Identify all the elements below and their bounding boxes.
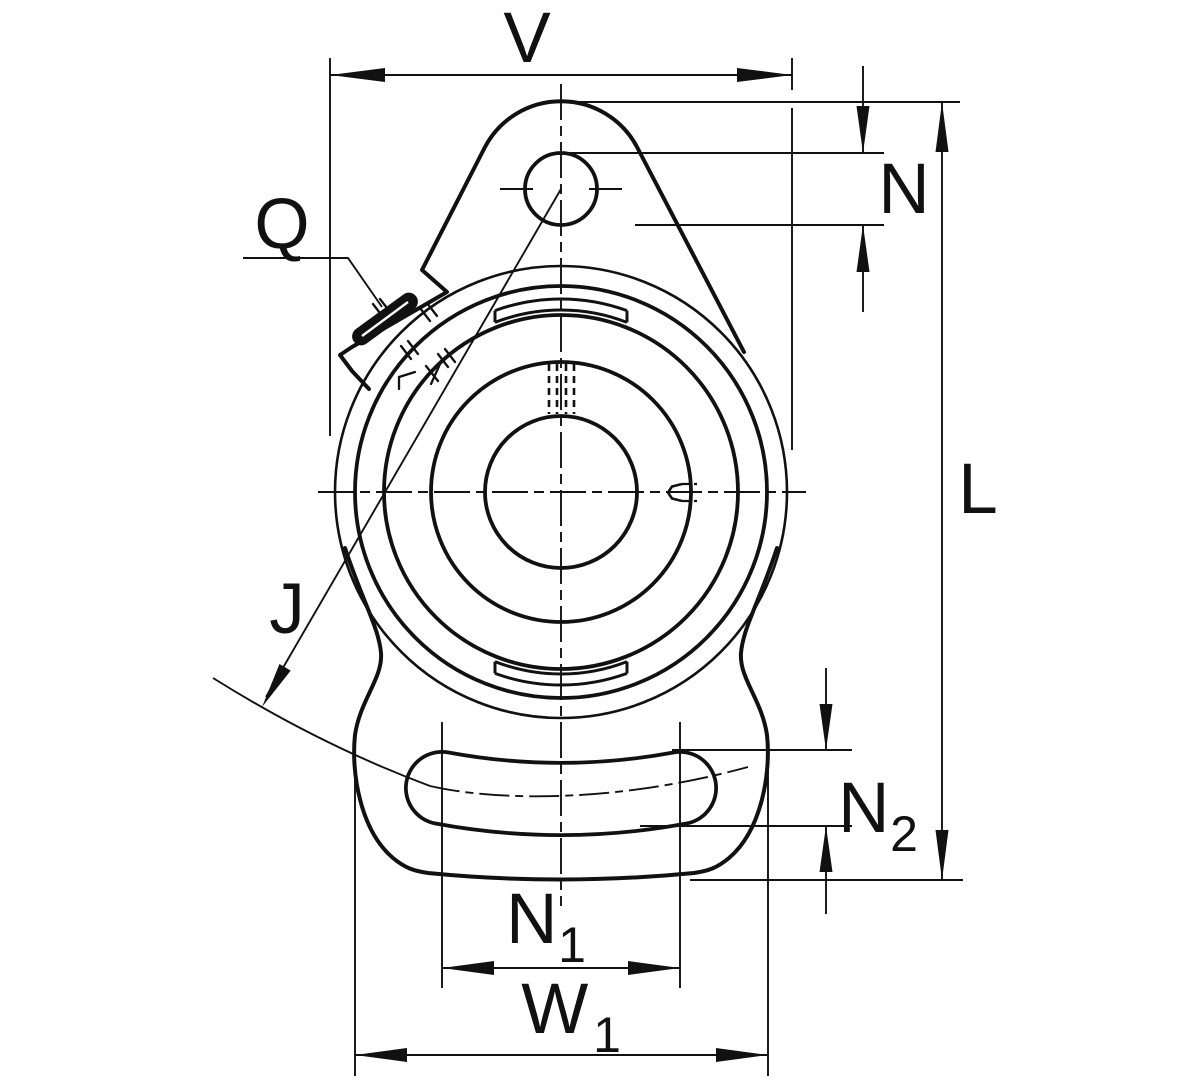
n-arrowhead-top-icon [856,106,870,153]
dimension-label-n: N [878,150,929,229]
set-screw-holes-hidden-lines [547,364,576,414]
grease-nipple-highlight [361,301,409,337]
j-arrowhead-icon [262,664,291,707]
n-arrowhead-bottom-icon [856,225,870,272]
dimension-label-j: J [269,570,305,649]
dimension-V [329,58,793,450]
dimension-J [262,188,562,707]
dimension-N2 [640,668,852,914]
l-arrowhead-top-icon [935,102,949,152]
dimension-label-w1: W 1 [521,970,621,1063]
dimension-label-n2: N 2 [838,769,918,862]
q-leader-line [243,257,383,308]
slot-centerline-arc [429,766,749,798]
n2-arrowhead-bottom-icon [819,826,833,872]
flange-plate-outline [338,99,746,391]
dimension-label-q: Q [254,185,309,264]
outer-ring-tab-top [493,297,629,324]
w1-arrowhead-left-icon [355,1048,407,1062]
dimension-N [563,66,960,312]
bolt-circle-arc [212,677,431,787]
dimension-W1 [354,746,769,1076]
flange-foot-outline [343,546,779,882]
dimension-label-n1: N 1 [506,880,586,973]
j-leader-line [265,188,562,698]
v-arrowhead-left-icon [330,68,385,82]
dimension-labels: V N Q J L N 1 W 1 N 2 [254,0,997,1063]
thread-texture-marks [371,297,457,391]
l-arrowhead-bottom-icon [935,830,949,880]
dimension-Q [243,257,383,308]
w1-arrowhead-right-icon [716,1048,768,1062]
n2-arrowhead-top-icon [819,704,833,750]
center-lines [212,84,806,906]
lube-hole-hidden-lines [682,482,697,503]
dimension-N1 [441,722,681,988]
n1-arrowhead-right-icon [628,961,680,975]
v-arrowhead-right-icon [737,68,792,82]
dimension-label-v: V [503,0,551,78]
grease-fitting [352,292,457,391]
n1-arrowhead-left-icon [442,961,494,975]
dimension-label-l: L [958,450,998,529]
